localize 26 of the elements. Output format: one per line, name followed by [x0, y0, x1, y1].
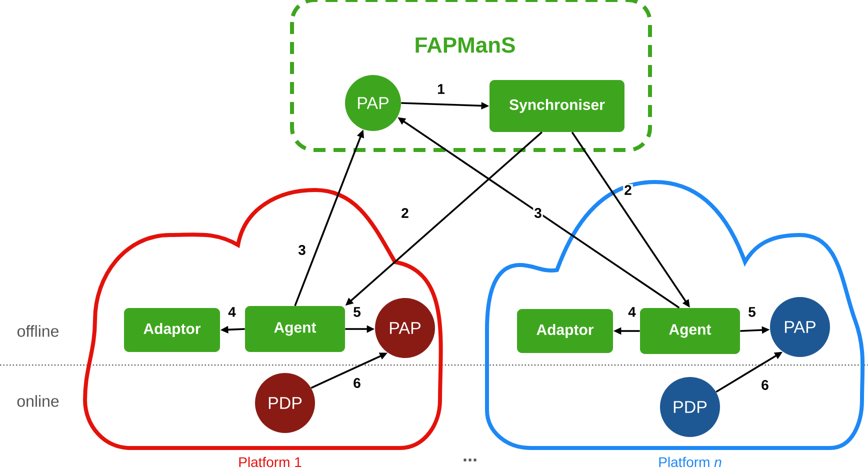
mode-label: online	[17, 395, 59, 407]
platform-label: Platform n	[659, 456, 722, 468]
circle-node: PAP	[770, 297, 830, 357]
edge-label: 2	[400, 207, 410, 219]
edge-label: 6	[760, 379, 770, 391]
ellipsis: ...	[464, 458, 476, 462]
edge-label: 6	[352, 377, 362, 389]
edge-label: 5	[352, 306, 362, 318]
process-box: Synchroniser	[490, 80, 624, 132]
process-box: Agent	[640, 308, 740, 354]
process-box: Agent	[245, 306, 345, 352]
circle-node: PAP	[375, 298, 435, 358]
edge-label: 5	[747, 306, 757, 318]
platform-label: Platform 1	[239, 456, 302, 468]
circle-node: PDP	[255, 373, 315, 433]
edge-label: 3	[533, 207, 543, 219]
edge-label: 4	[627, 306, 637, 318]
process-box: Adaptor	[124, 308, 220, 352]
mode-label: offline	[17, 325, 58, 337]
process-box: Adaptor	[517, 309, 613, 353]
edge-label: 1	[436, 83, 446, 95]
circle-node: PDP	[660, 377, 720, 437]
circle-node: PAP	[345, 75, 401, 131]
edge-label: 3	[297, 244, 307, 256]
edge-label: 4	[227, 306, 237, 318]
edge-label: 2	[623, 184, 633, 196]
